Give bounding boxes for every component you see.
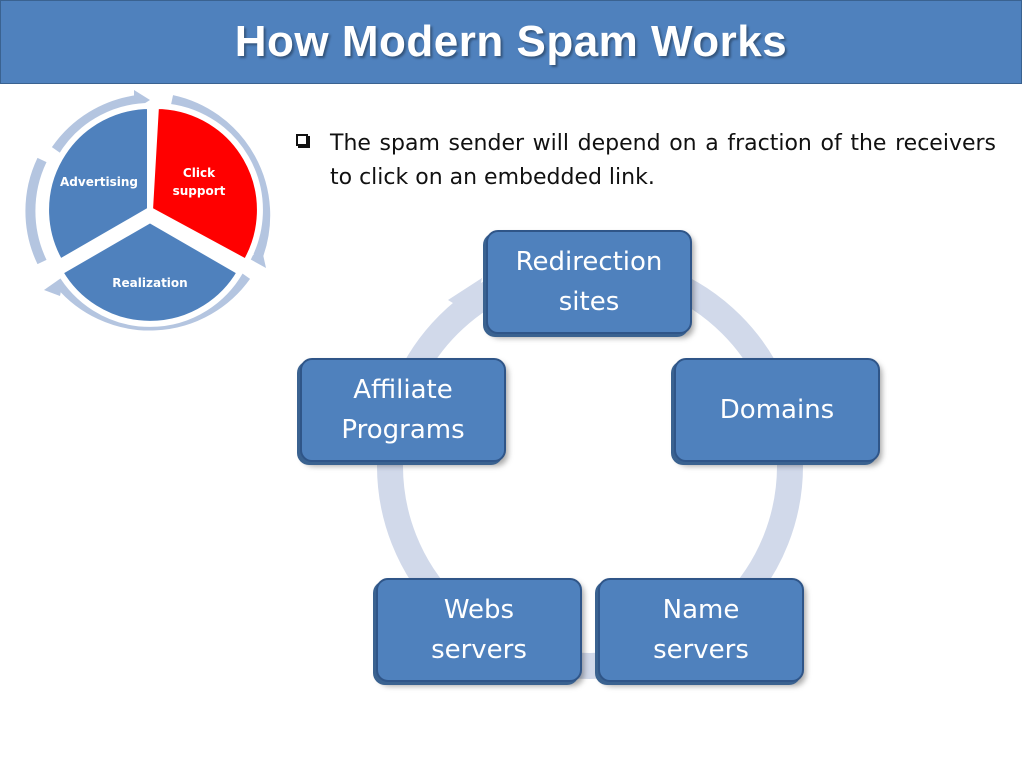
mini-label-advertising: Advertising xyxy=(60,175,138,189)
mini-arrowhead-bottom xyxy=(44,276,64,296)
title-bar: How Modern Spam Works xyxy=(0,0,1022,84)
bullet-text: The spam sender will depend on a fractio… xyxy=(330,131,996,190)
bullet-checkbox-icon xyxy=(296,134,308,146)
node-webs-servers: Webs servers xyxy=(376,578,582,682)
node-name-servers: Name servers xyxy=(598,578,804,682)
mini-arrow-right xyxy=(170,95,271,258)
node-affiliate-programs: Affiliate Programs xyxy=(300,358,506,462)
mini-arrowhead-right xyxy=(248,250,266,268)
mini-arrow-top xyxy=(51,95,139,153)
segment-advertising xyxy=(43,102,153,267)
segment-click-support xyxy=(146,102,263,267)
mini-label-realization: Realization xyxy=(112,276,187,290)
node-redirection-sites: Redirection sites xyxy=(486,230,692,334)
mini-arrow-left xyxy=(25,157,47,265)
process-ring-arrowhead xyxy=(448,278,482,316)
slide-title: How Modern Spam Works xyxy=(234,17,788,66)
segment-realization xyxy=(55,216,245,327)
bullet-item: The spam sender will depend on a fractio… xyxy=(296,127,996,195)
node-domains: Domains xyxy=(674,358,880,462)
